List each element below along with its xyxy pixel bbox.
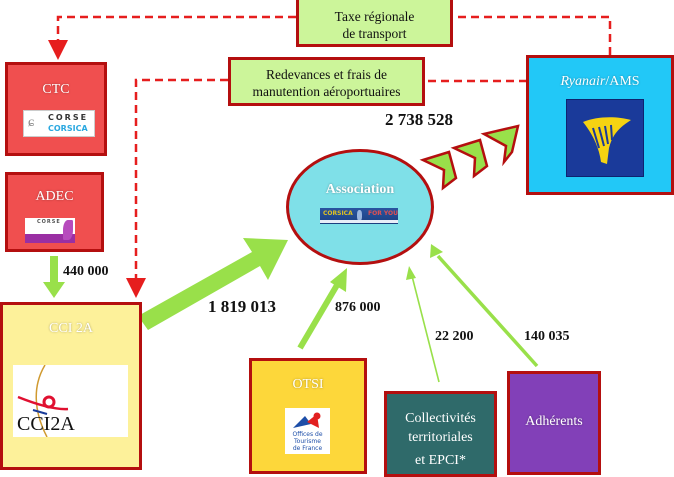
fees-dashed-line bbox=[136, 78, 527, 288]
amount-association-to-ryanair: 2 738 528 bbox=[385, 110, 453, 129]
chevron-3 bbox=[480, 124, 520, 167]
corsica-for-you-logo: CORSICA FOR YOU bbox=[320, 208, 398, 224]
adec-logo-band bbox=[25, 234, 75, 243]
corsica-logo-word: CORSICA bbox=[323, 210, 353, 217]
otsi-title: OTSI bbox=[292, 377, 324, 392]
amount-adherents-to-association: 140 035 bbox=[524, 329, 570, 344]
tourisme-logo-line-1: Offices de bbox=[292, 431, 323, 438]
cci2a-box: CCI 2A CCI2A bbox=[0, 302, 142, 470]
otsi-to-association-arrow bbox=[297, 268, 347, 350]
adec-logo-feather-icon bbox=[63, 220, 73, 240]
for-you-logo-word: FOR YOU bbox=[368, 210, 398, 217]
tax-label-line-2: de transport bbox=[342, 26, 407, 41]
adec-title: ADEC bbox=[35, 189, 74, 204]
collectivites-line-2: territoriales bbox=[408, 430, 473, 445]
collectivites-box: Collectivités territoriales et EPCI* bbox=[384, 391, 497, 477]
harp-icon bbox=[583, 117, 631, 164]
fees-label-line-2: manutention aéroportuaires bbox=[252, 84, 401, 99]
ctc-box: CTC ɕ CORSE CORSICA bbox=[5, 62, 107, 156]
cci2a-to-association-arrow bbox=[138, 238, 288, 330]
collectivites-line-1: Collectivités bbox=[405, 411, 476, 426]
corse-logo-swirl-icon: ɕ bbox=[28, 115, 35, 130]
tax-dashed-line bbox=[58, 15, 612, 55]
adec-corse-logo: CORSE bbox=[25, 218, 75, 243]
adherents-to-association-arrow bbox=[430, 244, 539, 368]
chevron-2 bbox=[450, 138, 489, 179]
adec-logo-text: CORSE bbox=[37, 219, 61, 225]
cci2a-logo: CCI2A bbox=[13, 365, 128, 437]
cci2a-logo-emblem-icon bbox=[17, 365, 69, 437]
plane-stripe bbox=[320, 220, 398, 223]
amount-otsi-to-association: 876 000 bbox=[335, 300, 381, 315]
ryanair-box: Ryanair/AMS bbox=[526, 55, 674, 195]
adherents-title: Adhérents bbox=[525, 414, 583, 429]
corse-logo-text: CORSE bbox=[48, 113, 89, 122]
collectivites-line-3: et EPCI* bbox=[415, 453, 466, 468]
ctc-title: CTC bbox=[42, 82, 70, 97]
cci2a-title: CCI 2A bbox=[49, 321, 93, 336]
corsica-island-icon bbox=[357, 210, 362, 221]
amount-adec-to-cci2a: 440 000 bbox=[63, 264, 109, 279]
tax-label-line-1: Taxe régionale bbox=[334, 9, 415, 24]
collectivites-to-association-arrow bbox=[406, 266, 440, 383]
ryanair-title-rest: /AMS bbox=[605, 74, 640, 89]
corse-corsica-logo: ɕ CORSE CORSICA bbox=[23, 110, 95, 137]
association-title: Association bbox=[325, 182, 395, 197]
ryanair-title: Ryanair/AMS bbox=[529, 74, 671, 90]
ryanair-harp-logo bbox=[566, 99, 644, 177]
association-ellipse: Association CORSICA FOR YOU bbox=[286, 149, 434, 265]
tax-label-box: Taxe régionale de transport bbox=[296, 0, 453, 47]
otsi-box: OTSI Offices de Tourisme de France bbox=[249, 358, 367, 474]
adec-to-cci2a-arrow bbox=[43, 256, 65, 298]
corsica-logo-text: CORSICA bbox=[48, 124, 88, 133]
tourisme-emblem-icon bbox=[293, 412, 321, 428]
adec-box: ADEC CORSE bbox=[5, 172, 104, 252]
fees-label-box: Redevances et frais de manutention aérop… bbox=[228, 57, 425, 106]
fees-label-line-1: Redevances et frais de bbox=[265, 67, 388, 82]
association-to-ryanair-chevrons bbox=[419, 124, 520, 191]
cci2a-logo-text: CCI2A bbox=[17, 413, 75, 435]
chevron-1 bbox=[419, 150, 458, 191]
adherents-box: Adhérents bbox=[507, 371, 601, 475]
offices-de-tourisme-logo: Offices de Tourisme de France bbox=[285, 408, 330, 454]
tourisme-logo-line-3: de France bbox=[292, 445, 323, 452]
amount-collectivites-to-association: 22 200 bbox=[435, 329, 474, 344]
amount-cci2a-to-association: 1 819 013 bbox=[208, 297, 276, 316]
ryanair-title-italic: Ryanair bbox=[560, 74, 606, 89]
tourisme-logo-line-2: Tourisme bbox=[294, 438, 321, 445]
tourisme-logo-text: Offices de Tourisme de France bbox=[285, 431, 330, 452]
